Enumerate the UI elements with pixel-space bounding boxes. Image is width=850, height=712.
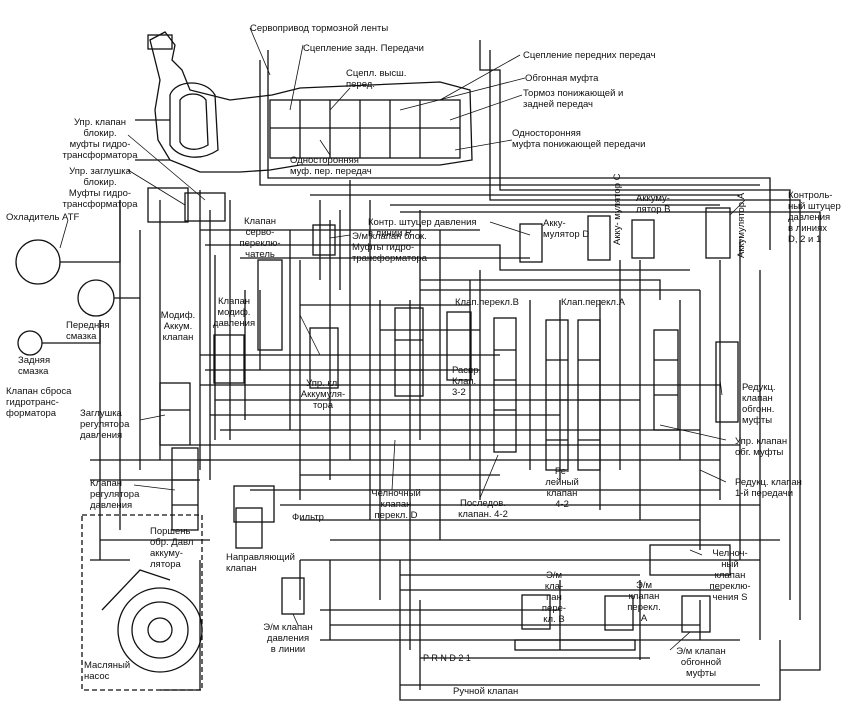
label-pressure-regulator-valve: Клапан регулятора давления bbox=[90, 478, 140, 511]
label-shuttle-shift-s: Челноч- ный клапан переклю- чения S bbox=[709, 548, 751, 603]
label-accum-control-valve: Упр. кл. Аккумуля- тора bbox=[300, 378, 346, 411]
label-tc-relief-valve: Клапан сброса гидротранс- форматора bbox=[6, 386, 72, 419]
label-accum-backpressure-piston: Поршень обр. Давл аккуму- лятора bbox=[150, 526, 194, 570]
label-timing-valve-32: Распр. Клап. 3-2 bbox=[452, 365, 482, 398]
valve-bodies bbox=[147, 187, 739, 651]
label-low-oneway-clutch: Односторонняя муфта понижающей передачи bbox=[512, 128, 646, 150]
label-rear-clutch: Сцепление задн. Передачи bbox=[303, 43, 424, 54]
label-overrun-reducing-valve: Редукц. клапан обгонн. муфты bbox=[742, 382, 776, 426]
hydraulic-lines bbox=[90, 40, 821, 701]
label-accumulator-d: Акку- мулятор D bbox=[543, 218, 590, 240]
accumulator-c-vertical-label: Акку- мулятор C bbox=[612, 173, 623, 245]
label-first-reducing-valve: Редукц. клапан 1-й передачи bbox=[735, 477, 802, 499]
label-accumulator-a: Аккумулятор A bbox=[736, 192, 747, 258]
label-overrun-clutch: Обгонная муфта bbox=[525, 73, 599, 84]
label-shuttle-shift-d: Челночный клапан перекл. D bbox=[371, 488, 421, 521]
oil-pump bbox=[81, 514, 203, 691]
label-forward-oneway-clutch: Односторонняя муф. пер. передач bbox=[290, 155, 372, 177]
label-rear-lube: Задняя смазка bbox=[18, 355, 51, 377]
label-line-pressure-solenoid: Э/м клапан давления в линии bbox=[263, 622, 313, 655]
label-overrun-control-valve: Упр. клапан обг. муфты bbox=[735, 436, 788, 458]
label-front-clutch: Сцепление передних передач bbox=[523, 50, 656, 61]
label-shift-valve-b: Клап.перекл.B bbox=[455, 297, 519, 308]
label-selector-positions: P R N D 2 1 bbox=[423, 653, 471, 663]
label-manual-valve: Ручной клапан bbox=[453, 686, 519, 697]
label-shift-valve-a: Клап.перекл.A bbox=[561, 297, 625, 308]
label-shift-solenoid-a: Э/м клапан перекл. A bbox=[627, 580, 661, 624]
leader-lines bbox=[59, 27, 746, 651]
cooler-and-lube bbox=[15, 200, 140, 356]
label-accum-mod-valve: Модиф. Аккум. клапан bbox=[160, 310, 196, 343]
label-pilot-valve: Направляющий клапан bbox=[226, 552, 295, 574]
label-sequence-valve-42: Последов. клапан. 4-2 bbox=[458, 498, 508, 520]
label-relay-valve-42: Ре- лейный клапан 4-2 bbox=[545, 466, 579, 510]
transmission-housing bbox=[135, 31, 473, 173]
label-filter: Фильтр bbox=[292, 512, 324, 523]
label-pressure-mod-valve: Клапан модиф. давления bbox=[212, 296, 256, 329]
label-front-lube: Передняя смазка bbox=[66, 320, 110, 342]
label-lockup-control-plug: Упр. заглушка блокир. Муфты гидро- транс… bbox=[62, 166, 138, 210]
label-r-line-test-port: Контр. штуцер давления в линии R bbox=[368, 217, 477, 239]
label-accumulator-b: Аккуму- лятор B bbox=[636, 193, 671, 215]
label-atf-cooler: Охладитель ATF bbox=[6, 212, 80, 223]
label-lockup-control-valve: Упр. клапан блокир. муфты гидро- трансфо… bbox=[62, 117, 138, 161]
label-brake-band-servo: Сервопривод тормозной ленты bbox=[250, 23, 389, 34]
label-lockup-solenoid: Э/м клапан блок. Муфты гидро- трансформа… bbox=[352, 231, 427, 264]
label-oil-pump: Масляный насос bbox=[84, 660, 131, 682]
label-shift-solenoid-b: Э/м кла- пан пере- кл. B bbox=[541, 570, 567, 625]
label-servo-switch-valve: Клапан серво- переклю- чатель bbox=[239, 216, 281, 260]
label-regulator-plug: Заглушка регулятора давления bbox=[80, 408, 130, 441]
label-overrun-solenoid: Э/м клапан обгонной муфты bbox=[676, 646, 726, 679]
label-high-clutch: Сцепл. высш. перед. bbox=[346, 68, 407, 90]
label-low-reverse-brake: Тормоз понижающей и задней передач bbox=[523, 88, 624, 110]
label-test-port-d21: Контроль- ный штуцер давления в линиях D… bbox=[788, 190, 841, 245]
